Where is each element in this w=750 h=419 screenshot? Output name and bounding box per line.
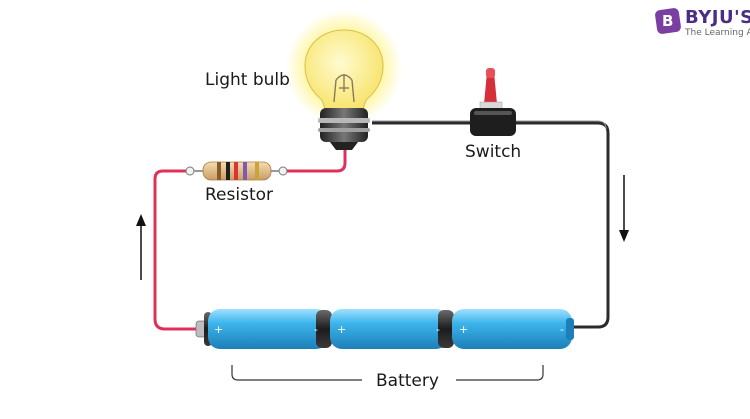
resistor-lead-left: [185, 166, 195, 176]
resistor-lead-right: [278, 166, 288, 176]
switch-lever: [484, 72, 497, 104]
cell-1-negative: -: [314, 323, 318, 336]
live-wire-left: [153, 169, 200, 331]
logo-mark-icon: B: [654, 7, 682, 35]
light-bulb: [286, 10, 402, 150]
light-bulb-label: Light bulb: [205, 70, 290, 90]
cell-2-negative: -: [436, 323, 440, 336]
current-arrow-up: [136, 214, 146, 280]
live-wire: [285, 140, 347, 173]
bulb-glass: [304, 29, 384, 113]
cell-3-positive: +: [459, 323, 468, 336]
resistor-label: Resistor: [205, 185, 273, 205]
cell-1-positive: +: [214, 323, 223, 336]
wires: [153, 120, 610, 331]
bulb-base: [320, 108, 368, 142]
switch: [470, 68, 516, 136]
battery-cell-2: [330, 309, 448, 349]
resistor: [185, 161, 288, 181]
current-arrow-down: [619, 175, 629, 242]
cell-3-negative: -: [560, 323, 564, 336]
logo-brand: BYJU'S: [685, 7, 750, 28]
filament: [333, 74, 355, 103]
logo-tagline: The Learning App: [685, 28, 750, 38]
cell-2-positive: +: [337, 323, 346, 336]
return-wire-shine: [372, 120, 607, 130]
byjus-logo: B BYJU'S The Learning App: [654, 7, 750, 39]
switch-label: Switch: [465, 142, 522, 162]
battery-bracket: [231, 365, 544, 381]
return-wire: [372, 121, 610, 329]
battery: + - + - + -: [195, 309, 574, 349]
battery-label: Battery: [376, 371, 439, 391]
battery-cell-1: [208, 309, 328, 349]
battery-cell-3: [452, 309, 572, 349]
